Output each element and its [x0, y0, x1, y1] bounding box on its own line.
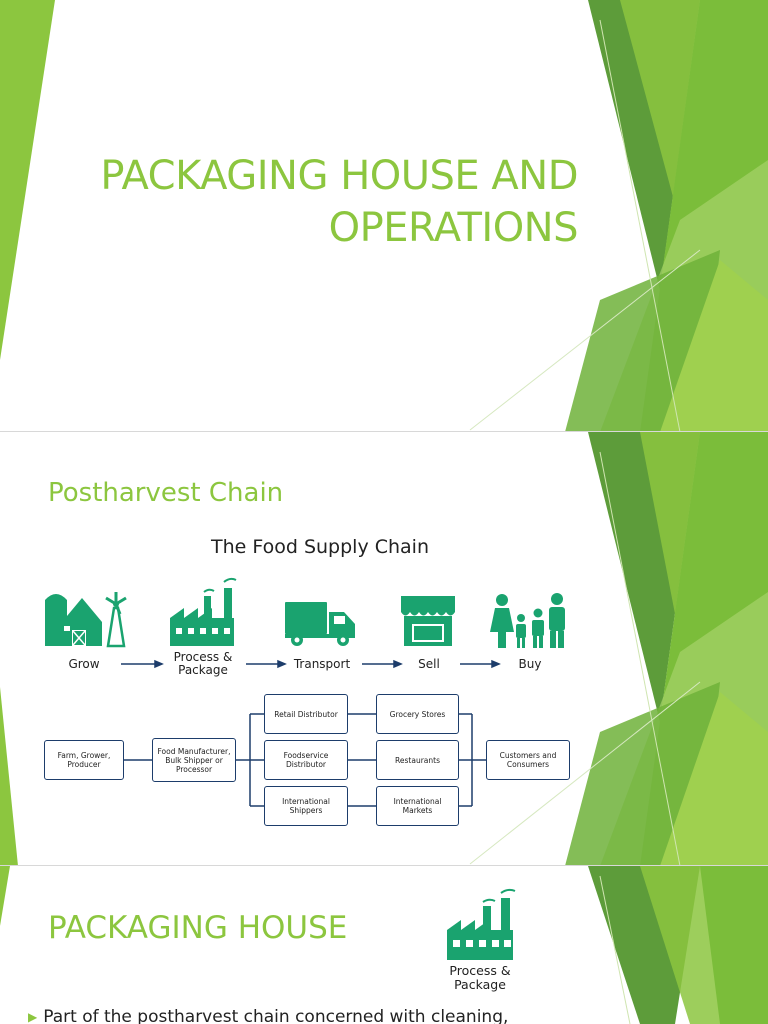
stage-label-process: Process & Package	[173, 650, 233, 677]
supply-chain-diagram	[45, 577, 565, 807]
box-foodservice: Foodservice Distributor	[264, 740, 348, 780]
slide-title: PACKAGING HOUSE	[48, 910, 348, 946]
green-deco-shapes	[0, 432, 768, 866]
box-grocery: Grocery Stores	[376, 694, 459, 734]
postharvest-slide: Postharvest Chain The Food Supply Chain	[0, 432, 768, 866]
box-farm: Farm, Grower, Producer	[44, 740, 124, 780]
factory-icon	[170, 577, 237, 646]
factory-icon	[447, 888, 516, 960]
stage-label-sell: Sell	[418, 657, 440, 671]
icon-caption: Process & Package	[438, 964, 522, 992]
box-markets: International Markets	[376, 786, 459, 826]
icon-caption-line-1: Process &	[449, 963, 511, 978]
stage-label-buy: Buy	[518, 657, 542, 671]
family-icon	[490, 593, 565, 648]
truck-icon	[285, 602, 355, 646]
stage-arrows	[121, 659, 501, 669]
store-icon	[401, 596, 455, 646]
bullet-item: ▶ Part of the postharvest chain concerned…	[28, 1007, 508, 1024]
stage-label-transport: Transport	[293, 657, 351, 671]
title-line-1: PACKAGING HOUSE AND	[100, 153, 578, 199]
title-line-2: OPERATIONS	[328, 205, 579, 251]
icon-caption-line-2: Package	[454, 977, 506, 992]
packaging-house-slide: PACKAGING HOUSE Process & Package ▶ Part …	[0, 866, 768, 1024]
farm-icon	[45, 592, 127, 648]
bullet-text: Part of the postharvest chain concerned …	[43, 1007, 509, 1024]
box-restaurants: Restaurants	[376, 740, 459, 780]
stage-label-grow: Grow	[68, 657, 100, 671]
box-manufacturer: Food Manufacturer, Bulk Shipper or Proce…	[152, 738, 236, 782]
box-retail: Retail Distributor	[264, 694, 348, 734]
box-international: International Shippers	[264, 786, 348, 826]
green-deco-shapes	[0, 866, 768, 1024]
box-customers: Customers and Consumers	[486, 740, 570, 780]
slide-title: PACKAGING HOUSE AND OPERATIONS	[100, 150, 578, 254]
diagram-title: The Food Supply Chain	[210, 536, 430, 558]
title-slide: PACKAGING HOUSE AND OPERATIONS	[0, 0, 768, 432]
slide-title: Postharvest Chain	[48, 478, 284, 508]
green-deco-shapes	[0, 0, 768, 432]
flow-connectors	[124, 713, 486, 807]
triangle-bullet-icon: ▶	[28, 1010, 38, 1024]
